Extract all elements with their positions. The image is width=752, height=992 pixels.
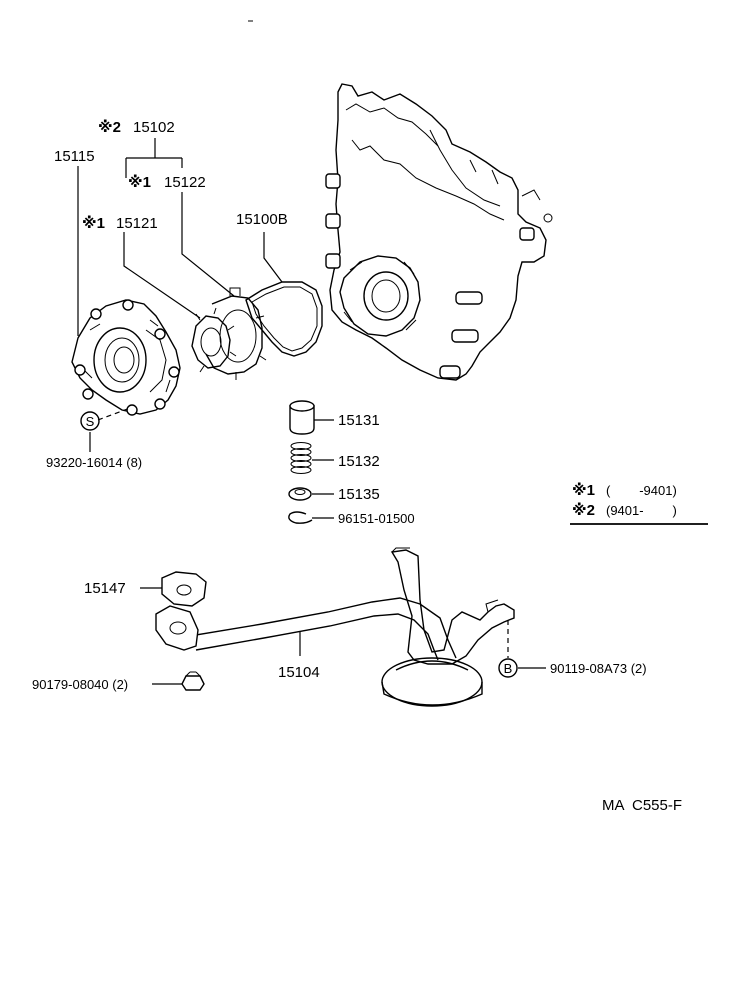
engine-front-cover-drawing [325, 83, 553, 381]
o-ring-inner-drawing [251, 286, 318, 352]
oil-pipe-drawing [189, 597, 457, 661]
symbol-s: S [86, 414, 95, 429]
label-15135[interactable]: 15135 [338, 486, 380, 503]
label-90119-08A73[interactable]: 90119-08A73 (2) [550, 661, 647, 676]
oil-strainer-drawing [381, 547, 515, 707]
snap-ring-drawing [288, 511, 313, 524]
nut-90179-drawing [181, 671, 205, 691]
label-96151-01500[interactable]: 96151-01500 [338, 511, 415, 526]
label-15131[interactable]: 15131 [338, 412, 380, 429]
figure-code: MA C555-F [602, 797, 682, 814]
label-15147[interactable]: 15147 [84, 580, 126, 597]
label-15121[interactable]: 15121 [116, 215, 158, 232]
label-15100B[interactable]: 15100B [236, 211, 288, 228]
relief-valve-drawing[interactable] [289, 400, 315, 435]
oil-pump-body-drawing [71, 299, 181, 416]
label-93220-16014[interactable]: 93220-16014 (8) [46, 455, 142, 470]
label-15132[interactable]: 15132 [338, 453, 380, 470]
label-15104[interactable]: 15104 [278, 664, 320, 681]
mark-15121: ※1 [82, 214, 105, 232]
label-15115[interactable]: 15115 [54, 148, 95, 165]
symbol-s-circle [80, 411, 100, 431]
leader-lines [77, 138, 546, 685]
o-ring-drawing [245, 281, 323, 357]
gasket-15147-drawing [161, 571, 207, 607]
mark-15102: ※2 [98, 118, 121, 136]
relief-retainer-drawing [288, 487, 312, 501]
label-15122[interactable]: 15122 [164, 174, 206, 191]
symbol-b-circle [498, 658, 518, 678]
legend-text-2: (9401- ) [606, 503, 677, 518]
mark-15122: ※1 [128, 173, 151, 191]
relief-spring-drawing [290, 442, 312, 474]
bolt-dashed-line-93220 [97, 407, 131, 421]
label-90179-08040[interactable]: 90179-08040 (2) [32, 677, 128, 692]
legend-text-1: ( -9401) [606, 483, 677, 498]
legend-mark-2: ※2 [572, 501, 595, 519]
legend-mark-1: ※1 [572, 481, 595, 499]
driven-rotor-drawing [205, 287, 267, 380]
symbol-b: B [504, 661, 513, 676]
legend: ※1 ( -9401) ※2 (9401- ) [570, 481, 708, 525]
pipe-flange-drawing [155, 605, 199, 651]
label-15102[interactable]: 15102 [133, 119, 175, 136]
